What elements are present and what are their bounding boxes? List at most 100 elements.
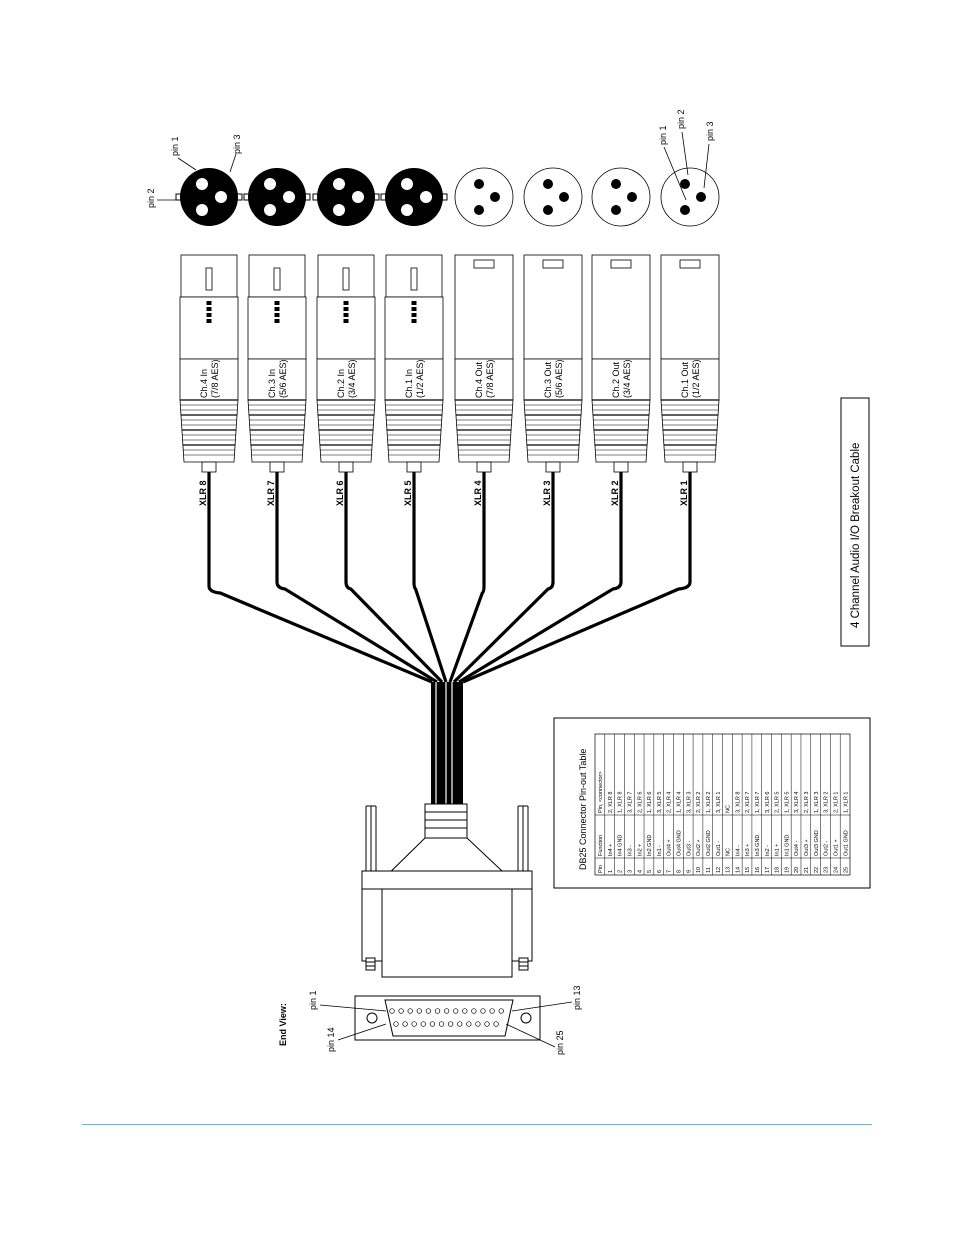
xlr6-connector bbox=[316, 254, 376, 473]
pinout-table-cell: 11 bbox=[706, 867, 712, 873]
pinout-table-cell: 1, XLR 8 bbox=[618, 792, 624, 813]
pinout-table-cell: 25 bbox=[843, 867, 849, 873]
xlr1-cable bbox=[462, 472, 692, 684]
pinout-table-cell: In2 GND bbox=[647, 835, 653, 856]
pinout-table-cell: In4 GND bbox=[618, 835, 624, 856]
pinout-table-header: Pin bbox=[598, 865, 604, 873]
xlr7-face bbox=[243, 168, 311, 226]
pinout-table-cell: 3, XLR 3 bbox=[686, 792, 692, 813]
xlr1-connector bbox=[660, 254, 720, 473]
male-face-pin-labels: pin 1 pin 2 pin 3 bbox=[658, 109, 715, 201]
pinout-table-cell: 10 bbox=[696, 867, 702, 873]
xlr2-cable bbox=[458, 472, 623, 684]
end-view-pin bbox=[447, 1021, 454, 1027]
end-view-pin25-label: pin 25 bbox=[555, 1030, 565, 1055]
pinout-table-cell: 19 bbox=[784, 867, 790, 873]
pinout-table-cell: 20 bbox=[794, 867, 800, 873]
xlr1-channel-name: Ch.1 Out bbox=[680, 361, 690, 398]
end-view-pin bbox=[471, 1008, 477, 1014]
xlr3-label: XLR 3 bbox=[542, 480, 552, 506]
pinout-table-cell: 13 bbox=[726, 867, 732, 873]
xlr2-label: XLR 2 bbox=[610, 480, 620, 506]
xlr3-aes-label: (5/6 AES) bbox=[554, 359, 564, 398]
pinout-table-cell: In4 + bbox=[608, 844, 614, 856]
pinout-table-cell: In4 - bbox=[735, 845, 741, 856]
xlr3-cable bbox=[452, 472, 555, 684]
xlr4-channel-name: Ch.4 Out bbox=[474, 361, 484, 398]
pinout-table-cell: Out3 - bbox=[686, 841, 692, 856]
end-view-pin bbox=[438, 1021, 445, 1027]
end-view-pin bbox=[425, 1008, 432, 1014]
end-view-pin bbox=[462, 1008, 468, 1014]
xlr7-cable bbox=[275, 472, 438, 684]
pinout-table-cell: In3 GND bbox=[755, 835, 761, 856]
pinout-table-cell: 3, XLR 2 bbox=[824, 792, 830, 813]
pinout-table-cell: 1 bbox=[608, 870, 614, 873]
xlr5-connector bbox=[384, 254, 444, 473]
pinout-table-cell: 3, XLR 5 bbox=[657, 792, 663, 813]
xlr4-connector bbox=[454, 254, 514, 473]
female-pin2-label: pin 2 bbox=[146, 188, 156, 208]
female-pin3-label: pin 3 bbox=[232, 134, 242, 154]
pinout-table-cell: 1, XLR 3 bbox=[814, 792, 820, 813]
xlr7-label: XLR 7 bbox=[266, 480, 276, 506]
pinout-table-cell: In3 + bbox=[745, 844, 751, 856]
xlr3-channel-name: Ch.3 Out bbox=[543, 361, 553, 398]
pinout-table-cell: Out2 + bbox=[696, 839, 702, 856]
pinout-table-cell: 15 bbox=[745, 867, 751, 873]
pinout-table-cell: 6 bbox=[657, 870, 663, 873]
pinout-table-cell: In1 GND bbox=[784, 835, 790, 856]
pinout-table-cell: 24 bbox=[833, 867, 839, 873]
pinout-table-cell: 16 bbox=[755, 867, 761, 873]
xlr3-channel-label: Ch.3 Out(5/6 AES) bbox=[543, 359, 564, 398]
pinout-table-cell: 2, XLR 1 bbox=[833, 792, 839, 813]
pinout-table-cell: 3, XLR 6 bbox=[765, 792, 771, 813]
xlr7-connector bbox=[247, 254, 307, 473]
db25-end-view: End View: pin 1 pin 14 pin 13 pin 25 bbox=[278, 985, 582, 1055]
xlr7-aes-label: (5/6 AES) bbox=[278, 359, 288, 398]
pinout-table-cell: 1, XLR 4 bbox=[677, 792, 683, 813]
diagram-title: 4 Channel Audio I/O Breakout Cable bbox=[850, 443, 862, 628]
end-view-pin13-label: pin 13 bbox=[572, 985, 582, 1010]
pinout-table-cell: 9 bbox=[686, 870, 692, 873]
pinout-table-cell: 12 bbox=[716, 867, 722, 873]
xlr8-connector bbox=[179, 254, 239, 473]
end-view-pin bbox=[457, 1021, 463, 1027]
end-view-pin bbox=[411, 1021, 417, 1027]
pinout-table-cell: 1, XLR 7 bbox=[755, 792, 761, 813]
pinout-table-cell: 7 bbox=[667, 870, 673, 873]
end-view-label: End View: bbox=[278, 1003, 288, 1046]
xlr1-channel-label: Ch.1 Out(1/2 AES) bbox=[680, 359, 701, 398]
pinout-table-cell: 3, XLR 7 bbox=[627, 792, 633, 813]
end-view-pin bbox=[393, 1021, 399, 1027]
xlr4-aes-label: (7/8 AES) bbox=[485, 359, 495, 398]
end-view-pin bbox=[443, 1008, 450, 1014]
xlr8-aes-label: (7/8 AES) bbox=[210, 359, 220, 398]
xlr6-channel-label: Ch.2 In(3/4 AES) bbox=[336, 359, 357, 398]
pinout-table-cell: 2 bbox=[618, 870, 624, 873]
diagram-title-box: 4 Channel Audio I/O Breakout Cable bbox=[840, 397, 870, 647]
pinout-table-cell: 2, XLR 5 bbox=[775, 792, 781, 813]
xlr7-channel-name: Ch.3 In bbox=[267, 369, 277, 398]
xlr8-face bbox=[175, 168, 243, 226]
pinout-table-cell: In1 + bbox=[775, 844, 781, 856]
xlr8-channel-label: Ch.4 In(7/8 AES) bbox=[199, 359, 220, 398]
end-view-pin bbox=[402, 1021, 408, 1027]
xlr2-connector bbox=[591, 254, 651, 473]
pinout-table-cell: 1, XLR 1 bbox=[843, 792, 849, 813]
pinout-table-cell: 2, XLR 6 bbox=[637, 792, 643, 813]
xlr8-channel-name: Ch.4 In bbox=[199, 369, 209, 398]
pinout-table-cell: 1, XLR 2 bbox=[706, 792, 712, 813]
end-view-pin bbox=[429, 1021, 436, 1027]
pinout-table-cell: 3, XLR 4 bbox=[794, 792, 800, 813]
xlr5-cable bbox=[412, 472, 448, 683]
end-view-pin bbox=[398, 1008, 404, 1014]
end-view-pin bbox=[489, 1008, 495, 1014]
xlr2-face bbox=[591, 167, 651, 227]
pinout-table-cell: 3 bbox=[627, 870, 633, 873]
pinout-table-cell: 2, XLR 7 bbox=[745, 792, 751, 813]
xlr6-cable bbox=[344, 472, 444, 684]
xlr7-channel-label: Ch.3 In(5/6 AES) bbox=[267, 359, 288, 398]
xlr4-label: XLR 4 bbox=[473, 480, 483, 506]
